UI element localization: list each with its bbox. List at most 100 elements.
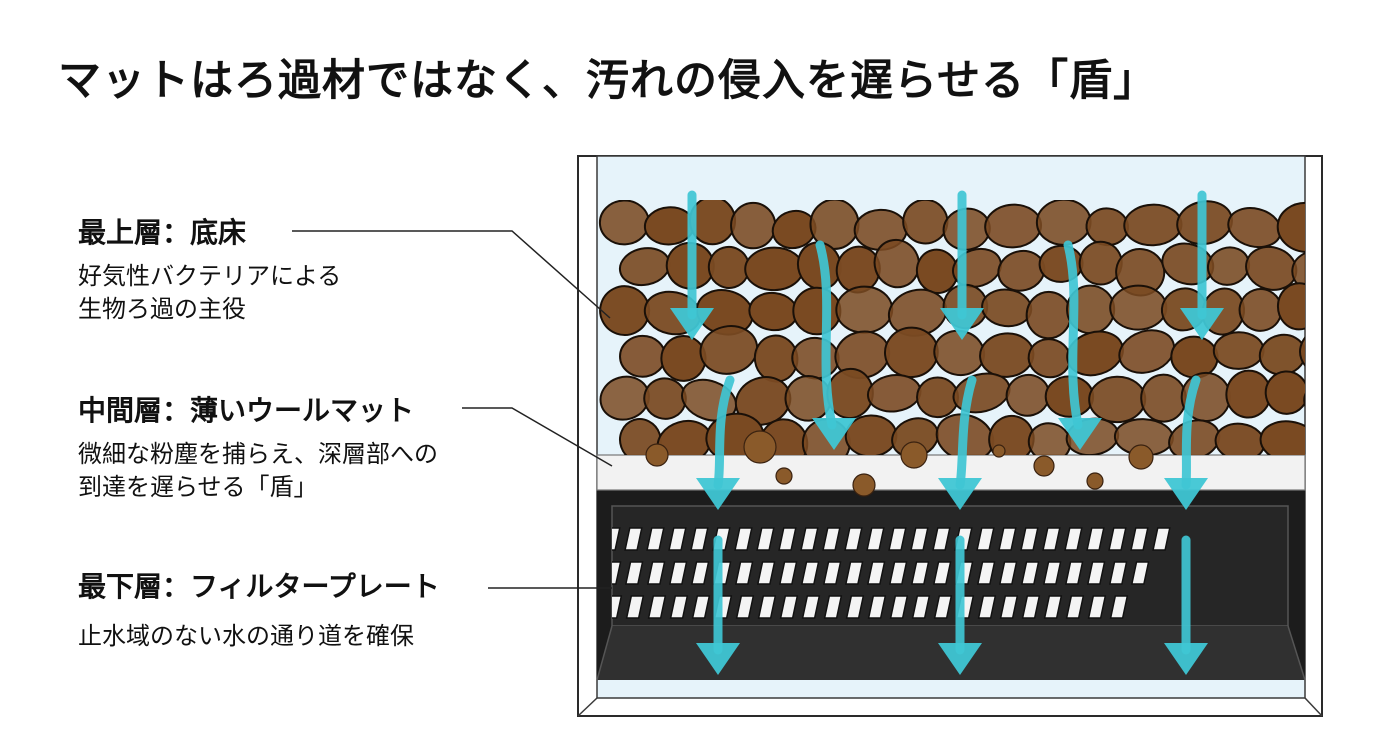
dust-particles [645,430,1154,497]
middle-layer-description: 微細な粉塵を捕らえ、深層部への 到達を遅らせる「盾」 [78,438,438,504]
plate-slot [1021,595,1041,619]
plate-slot [866,561,886,585]
plate-slot [911,595,931,619]
label-top-layer: 最上層：底床 好気性バクテリアによる 生物ろ過の主役 [78,214,341,326]
plate-slot [669,595,689,619]
plate-slot [888,561,908,585]
plate-slot [867,595,887,619]
dust-particle [852,473,876,497]
flow-arrow-head [1164,643,1208,675]
plate-slot [624,527,643,551]
plate-slot [1064,561,1084,585]
flow-arrow-shaft [713,375,735,490]
down-arrow-icon [812,240,856,450]
plate-slot [889,595,909,619]
plate-slot [561,596,578,618]
plate-slot [866,527,885,551]
dust-particle [1086,472,1104,490]
leader-line-middle [462,407,613,467]
top-layer-desc-line1: 好気性バクテリアによる [78,262,342,290]
plate-slot [910,561,930,585]
dust-particle [775,467,793,485]
gravel-stone [1276,282,1305,331]
flow-arrow-head [1180,308,1224,340]
plate-slot [1064,527,1083,551]
middle-layer-heading: 中間層：薄いウールマット [78,394,415,427]
flow-arrow-shaft [1063,240,1083,430]
dust-particle [992,444,1006,458]
plate-slot [668,561,688,585]
flow-arrow-shaft [815,240,837,430]
gravel-stone [619,334,667,378]
flow-arrow-head [696,643,740,675]
bottom-layer-heading: 最下層：フィルタープレート [78,570,440,603]
plate-slot [1020,561,1040,585]
gravel-stone [1291,249,1305,294]
flow-arrow-head [696,478,740,510]
plate-slot [1087,595,1107,619]
plate-slot [933,595,953,619]
down-arrow-icon [1164,535,1208,675]
plate-slot [1109,595,1129,619]
top-layer-desc-line2: 生物ろ過の主役 [78,295,246,323]
gravel-stone [1140,373,1187,423]
plate-slot [976,527,995,551]
bottom-layer-description: 止水域のない水の通り道を確保 [78,620,440,653]
gravel-stone [1264,370,1305,415]
plate-slot [1020,527,1039,551]
plate-slot [844,527,863,551]
plate-slot [800,527,819,551]
down-arrow-icon [1180,190,1224,340]
down-arrow-icon [696,375,740,510]
plate-slot [756,561,776,585]
plate-slot [844,561,864,585]
label-bottom-layer: 最下層：フィルタープレート 止水域のない水の通り道を確保 [78,568,440,653]
down-arrow-icon [696,535,740,675]
plate-slot [845,595,865,619]
plate-slot [1130,561,1150,585]
gravel-stone [1212,331,1265,370]
diagram-title: マットはろ過材ではなく、汚れの侵入を遅らせる「盾」 [58,56,1158,106]
plate-slot [646,527,665,551]
plate-slot [612,595,623,619]
flow-arrow-head [1164,478,1208,510]
plate-slot [977,595,997,619]
plate-slot [801,595,821,619]
flow-arrow-shaft [1181,375,1201,490]
down-arrow-icon [940,190,984,340]
top-layer-heading: 最上層：底床 [78,216,247,249]
dust-particle [1033,455,1055,477]
plate-slot [910,527,929,551]
plate-slot [998,561,1018,585]
plate-slot [976,561,996,585]
middle-layer-desc-line1: 微細な粉塵を捕らえ、深層部への [78,440,438,468]
plate-slot [647,595,667,619]
plate-slot [823,595,843,619]
plate-slot [625,595,645,619]
plate-slot [624,561,644,585]
plate-slot [1042,527,1061,551]
gravel-stone [1088,375,1147,424]
tank-corner-left [577,697,598,717]
plate-slot [1086,527,1105,551]
gravel-stone [1299,326,1305,375]
middle-layer-desc-line2: 到達を遅らせる「盾」 [78,473,318,501]
flow-arrow-head [940,308,984,340]
plate-slot [668,527,687,551]
flow-arrow-head [938,643,982,675]
plate-slot [612,561,622,585]
down-arrow-icon [938,375,982,510]
gravel-stone [598,200,650,246]
gravel-stone [916,376,960,419]
leader-lines [292,230,613,589]
plate-slot [691,595,711,619]
plate-slot [612,527,621,551]
plate-slot [778,561,798,585]
gravel-stone [1259,420,1305,455]
gravel-stone [835,285,894,334]
plate-slot [1043,595,1063,619]
plate-slot [734,527,753,551]
plate-slot [932,527,951,551]
dust-particle [743,430,777,464]
